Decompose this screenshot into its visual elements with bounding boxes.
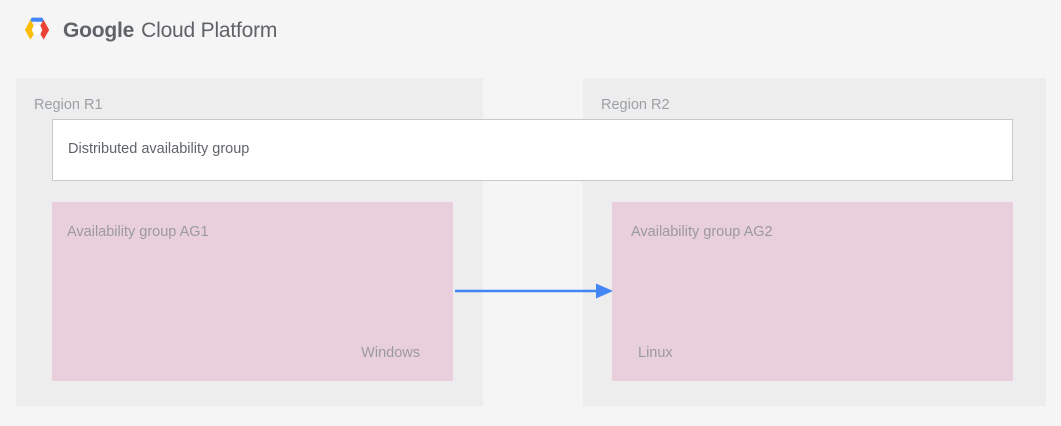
distributed-availability-group-label: Distributed availability group <box>68 141 250 157</box>
distributed-availability-group-box: Distributed availability group <box>52 119 1013 181</box>
availability-group-title-ag2: Availability group AG2 <box>631 224 773 240</box>
os-label-linux: Linux <box>638 345 673 361</box>
page-header: Google Cloud Platform <box>0 0 1061 62</box>
google-cloud-platform-hexagon-icon <box>24 17 50 40</box>
os-label-windows: Windows <box>361 345 420 361</box>
availability-group-title-ag1: Availability group AG1 <box>67 224 209 240</box>
brand-google-text: Google <box>63 19 135 42</box>
availability-group-box-ag1: Availability group AG1 Windows <box>52 202 453 381</box>
architecture-diagram: Region R1 Region R2 Distributed availabi… <box>0 62 1061 426</box>
availability-group-box-ag2: Availability group AG2 Linux <box>612 202 1013 381</box>
brand-cloud-platform-text: Cloud Platform <box>141 19 278 42</box>
region-label-r2: Region R2 <box>601 97 670 113</box>
brand-title: Google Cloud Platform <box>63 19 277 43</box>
region-label-r1: Region R1 <box>34 97 103 113</box>
